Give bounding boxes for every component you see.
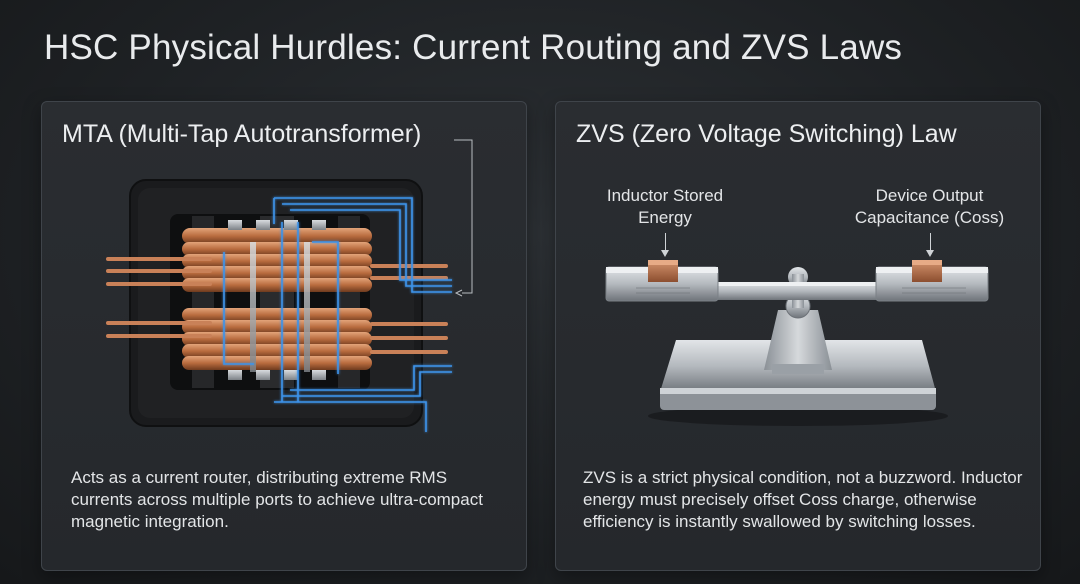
label-inductor-stored-energy: Inductor Stored Energy — [606, 186, 724, 227]
balance-scale-illustration — [605, 260, 989, 426]
arrow-inductor — [665, 233, 666, 251]
page-title: HSC Physical Hurdles: Current Routing an… — [44, 28, 903, 67]
mta-transformer-illustration — [106, 139, 473, 432]
zvs-description: ZVS is a strict physical condition, not … — [583, 468, 1023, 531]
mta-description: Acts as a current router, distributing e… — [71, 468, 483, 531]
winding-upper — [182, 228, 372, 292]
mta-panel: MTA (Multi-Tap Autotransformer) — [41, 101, 527, 571]
coss-charge-block — [912, 260, 942, 282]
current-routing-paths — [223, 197, 452, 432]
zvs-panel: ZVS (Zero Voltage Switching) Law Inducto… — [555, 101, 1041, 571]
arrow-coss-head — [926, 250, 934, 257]
arrow-inductor-head — [661, 250, 669, 257]
callout-bracket — [454, 139, 473, 297]
inductor-energy-block — [648, 260, 678, 282]
zvs-panel-title: ZVS (Zero Voltage Switching) Law — [576, 120, 957, 148]
label-device-output-capacitance: Device Output Capacitance (Coss) — [854, 186, 1005, 227]
right-copper-leads — [370, 264, 448, 354]
winding-lower — [182, 308, 372, 370]
arrow-coss — [930, 233, 931, 251]
mta-panel-title: MTA (Multi-Tap Autotransformer) — [62, 120, 422, 148]
left-copper-leads — [106, 257, 212, 338]
